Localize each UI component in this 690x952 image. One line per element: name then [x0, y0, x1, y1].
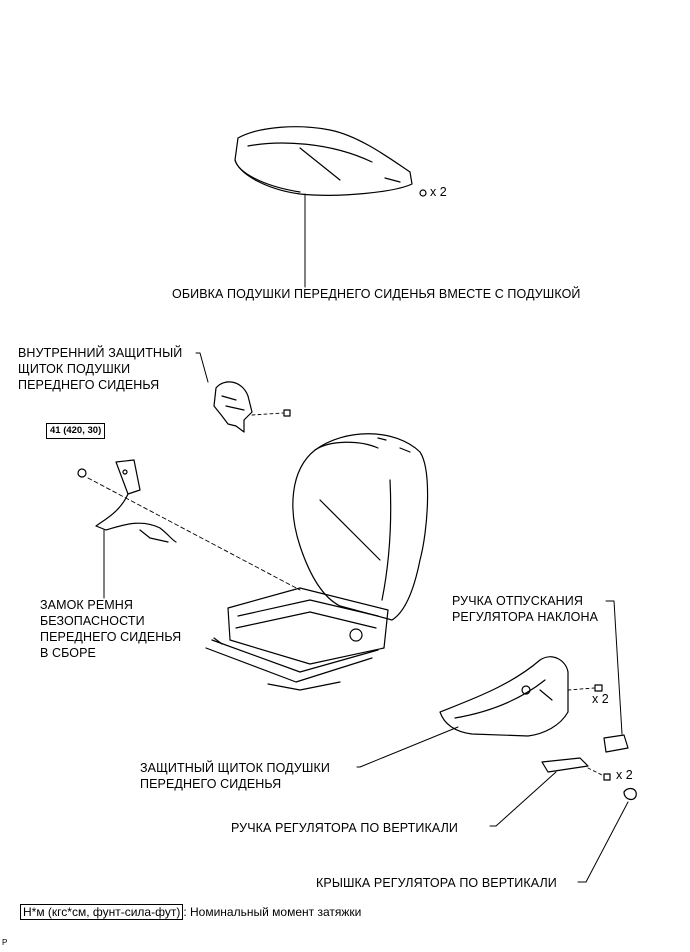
- buckle-nut-icon: [77, 468, 87, 478]
- inner-shield-label-line-2: ЩИТОК ПОДУШКИ: [18, 362, 131, 376]
- shield-screw-icon: [283, 409, 291, 417]
- belt-buckle-drawing: [95, 459, 177, 543]
- seat-frame-drawing: [205, 587, 389, 691]
- belt-buckle-label: ЗАМОК РЕМНЯ БЕЗОПАСНОСТИ ПЕРЕДНЕГО СИДЕН…: [40, 597, 181, 661]
- belt-buckle-label-line-3: ПЕРЕДНЕГО СИДЕНЬЯ: [40, 630, 182, 644]
- recliner-handle-label: РУЧКА ОТПУСКАНИЯ РЕГУЛЯТОРА НАКЛОНА: [452, 593, 598, 625]
- vertical-handle-label: РУЧКА РЕГУЛЯТОРА ПО ВЕРТИКАЛИ: [231, 821, 458, 835]
- vertical-cover-drawing: [623, 787, 637, 801]
- cushion-shield-label: ЗАЩИТНЫЙ ЩИТОК ПОДУШКИ ПЕРЕДНЕГО СИДЕНЬЯ: [140, 760, 330, 792]
- legend-description: : Номинальный момент затяжки: [183, 905, 362, 919]
- figure-id: P: [2, 938, 8, 947]
- shield-clip-qty: x 2: [592, 692, 609, 706]
- cushion-cover-drawing: [234, 126, 413, 196]
- vertical-handle-drawing: [541, 757, 589, 773]
- handle-screw-qty: x 2: [616, 768, 633, 782]
- shield-clip-icon: [594, 684, 603, 692]
- vertical-cover-label: КРЫШКА РЕГУЛЯТОРА ПО ВЕРТИКАЛИ: [316, 876, 557, 890]
- recliner-handle-drawing: [603, 734, 629, 753]
- belt-buckle-label-line-4: В СБОРЕ: [40, 646, 96, 660]
- cushion-shield-label-line-1: ЗАЩИТНЫЙ ЩИТОК ПОДУШКИ: [140, 761, 330, 775]
- belt-buckle-label-line-2: БЕЗОПАСНОСТИ: [40, 614, 145, 628]
- inner-shield-label: ВНУТРЕННИЙ ЗАЩИТНЫЙ ЩИТОК ПОДУШКИ ПЕРЕДН…: [18, 345, 182, 393]
- cushion-shield-label-line-2: ПЕРЕДНЕГО СИДЕНЬЯ: [140, 777, 282, 791]
- inner-shield-label-line-1: ВНУТРЕННИЙ ЗАЩИТНЫЙ: [18, 346, 183, 360]
- inner-shield-label-line-3: ПЕРЕДНЕГО СИДЕНЬЯ: [18, 378, 160, 392]
- recliner-handle-label-line-2: РЕГУЛЯТОРА НАКЛОНА: [452, 610, 599, 624]
- legend-units-box: Н*м (кгс*см, фунт-сила-фут): [20, 904, 184, 920]
- torque-spec-box: 41 (420, 30): [46, 423, 106, 439]
- cover-clip-icon: [419, 189, 427, 197]
- cushion-shield-drawing: [439, 656, 569, 737]
- handle-screw-icon: [603, 773, 611, 781]
- belt-buckle-label-line-1: ЗАМОК РЕМНЯ: [40, 598, 134, 612]
- cover-clip-qty: x 2: [430, 185, 447, 199]
- recliner-handle-label-line-1: РУЧКА ОТПУСКАНИЯ: [452, 594, 583, 608]
- seatback-drawing: [292, 433, 429, 621]
- torque-legend: Н*м (кгс*см, фунт-сила-фут): Номинальный…: [20, 904, 362, 920]
- inner-shield-drawing: [213, 381, 253, 433]
- cushion-cover-label: ОБИВКА ПОДУШКИ ПЕРЕДНЕГО СИДЕНЬЯ ВМЕСТЕ …: [172, 287, 581, 301]
